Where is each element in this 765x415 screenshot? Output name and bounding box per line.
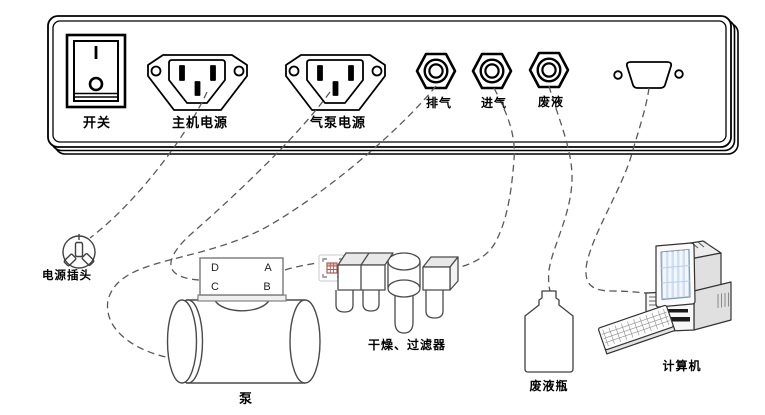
exhaust-label: 排气 xyxy=(425,96,453,110)
tube-filter-to-intake xyxy=(456,87,515,269)
dryer-filter-icon xyxy=(335,252,459,334)
cable-main-power-to-plug xyxy=(89,91,208,239)
dryer-filter-label: 干燥、过滤器 xyxy=(367,338,447,352)
pump-label: 泵 xyxy=(238,391,254,406)
pump-icon xyxy=(166,257,321,384)
waste-bottle-icon xyxy=(524,290,574,373)
waste-port-icon xyxy=(528,51,570,89)
tube-exhaust-to-pump xyxy=(106,85,437,358)
power-plug-label: 电源插头 xyxy=(42,270,92,282)
tube-pump-to-filter xyxy=(284,262,318,271)
cable-serial-to-computer xyxy=(585,87,650,294)
switch-label: 开关 xyxy=(82,115,112,130)
panel-outline xyxy=(47,15,739,155)
computer-icon xyxy=(597,240,732,355)
exhaust-port-icon xyxy=(415,52,457,90)
air-pump-power-label: 气泵电源 xyxy=(309,115,367,130)
cable-pump-power-to-pump xyxy=(170,91,331,281)
intake-port-icon xyxy=(471,52,513,90)
pump-terminal-c: C xyxy=(211,281,219,293)
tube-waste-to-bottle xyxy=(547,85,573,292)
main-power-label: 主机电源 xyxy=(171,115,229,130)
power-plug-icon xyxy=(62,234,96,269)
pump-terminal-a: A xyxy=(264,262,272,274)
main-power-socket-icon xyxy=(147,54,248,111)
air-pump-power-socket-icon xyxy=(285,54,386,111)
intake-label: 进气 xyxy=(480,96,508,110)
waste-bottle-label: 废液瓶 xyxy=(529,379,569,393)
serial-port-icon xyxy=(613,61,684,89)
computer-label: 计算机 xyxy=(662,359,702,373)
pump-terminal-d: D xyxy=(211,262,219,274)
pump-terminal-b: B xyxy=(263,281,271,293)
waste-label: 废液 xyxy=(537,95,565,109)
power-switch-icon xyxy=(65,33,127,109)
